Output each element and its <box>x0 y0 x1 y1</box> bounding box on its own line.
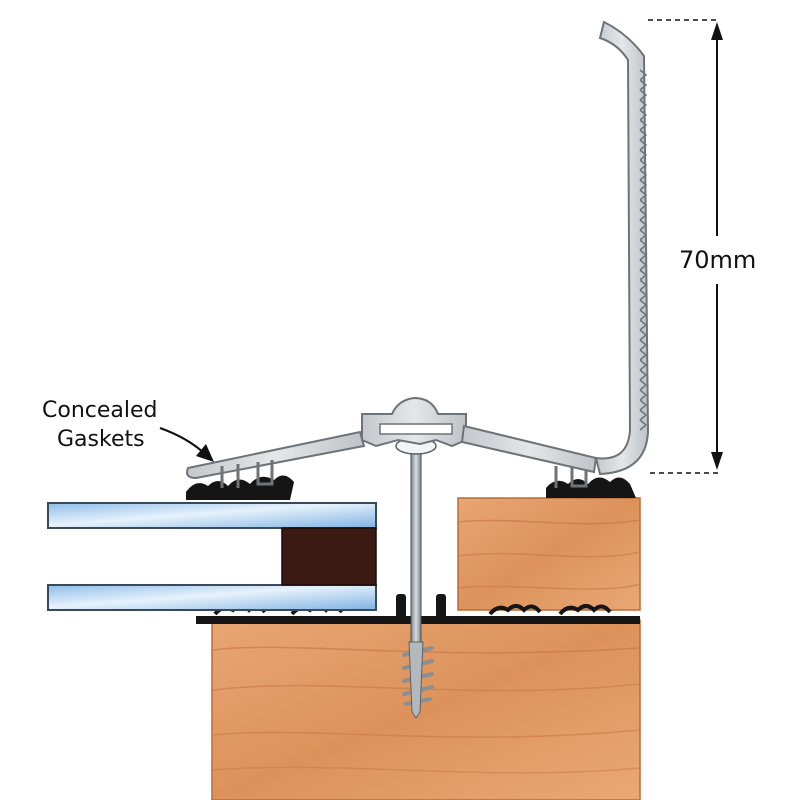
concealed-gaskets <box>186 475 636 500</box>
callout-arrow <box>159 426 214 462</box>
upper-timber-block <box>457 497 641 611</box>
lower-timber-rafter <box>211 619 641 800</box>
glazing-unit <box>47 502 377 611</box>
aluminium-capping <box>186 20 650 488</box>
dimension-label: 70mm <box>677 244 759 276</box>
concealed-label-line2: Gaskets <box>57 427 145 452</box>
dimension-line <box>648 19 723 474</box>
concealed-label-line1: Concealed <box>42 398 158 423</box>
concealed-gaskets-label: Concealed Gaskets <box>42 396 158 454</box>
